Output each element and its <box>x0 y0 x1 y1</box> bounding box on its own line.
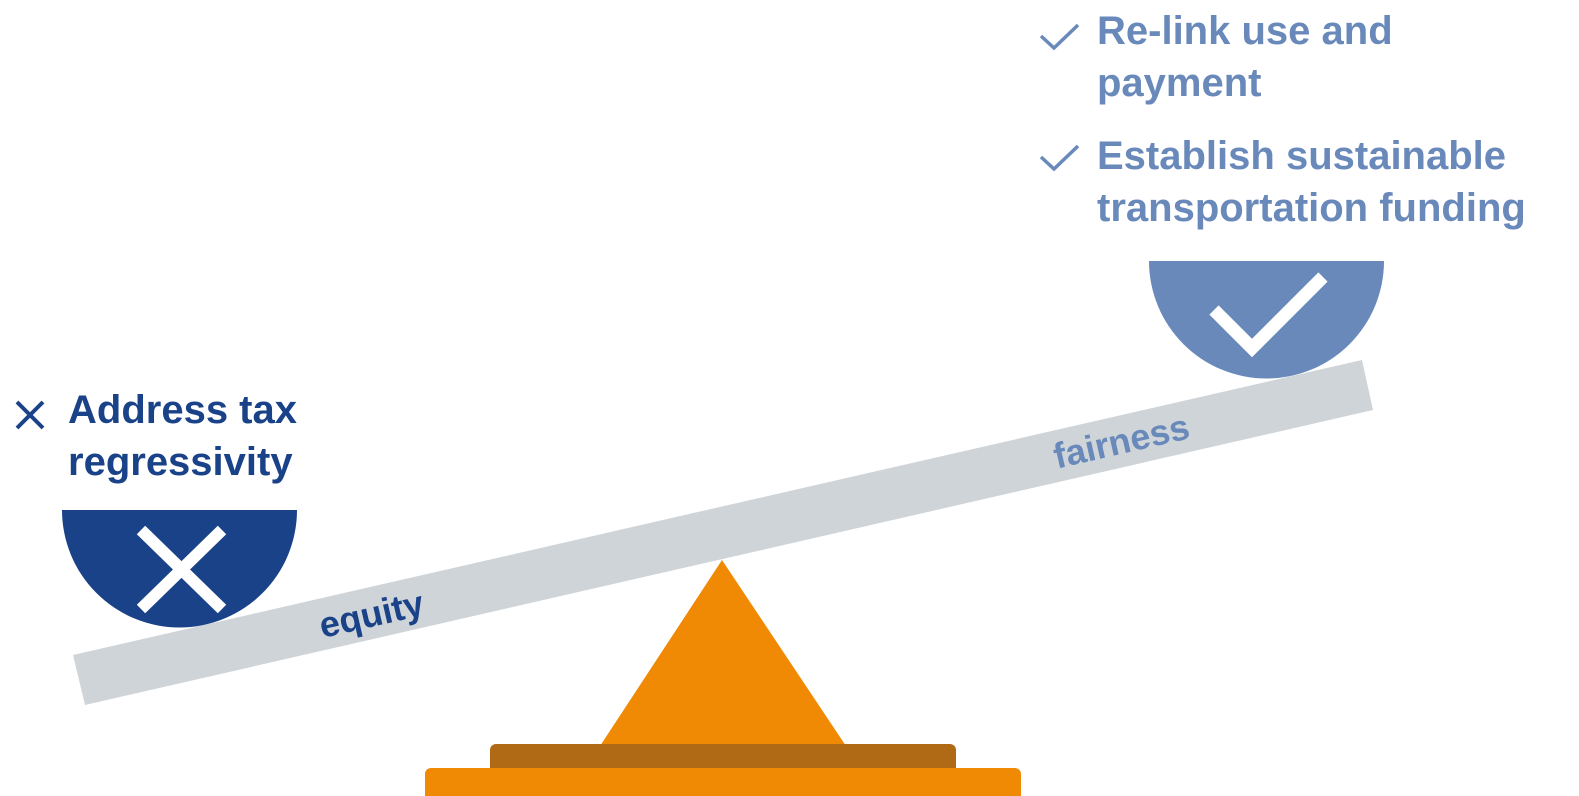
left-item-line1: Address tax <box>68 384 297 436</box>
right-item-2-line1: Establish sustainable <box>1097 130 1526 182</box>
bullet-check-icon-1 <box>1041 25 1078 48</box>
right-item-1-line2: payment <box>1097 57 1393 109</box>
right-item-2-line2: transportation funding <box>1097 182 1526 234</box>
right-pan-item-2: Establish sustainable transportation fun… <box>1097 130 1526 234</box>
base-lower-slab <box>425 768 1021 796</box>
bullet-check-icon-2 <box>1041 146 1078 169</box>
left-item-line2: regressivity <box>68 436 297 488</box>
right-item-1-line1: Re-link use and <box>1097 5 1393 57</box>
left-pan-item: Address tax regressivity <box>68 384 297 488</box>
fulcrum-triangle <box>600 560 846 746</box>
right-pan <box>1149 261 1384 379</box>
bullet-cross-icon <box>17 402 43 428</box>
right-pan-item-1: Re-link use and payment <box>1097 5 1393 109</box>
